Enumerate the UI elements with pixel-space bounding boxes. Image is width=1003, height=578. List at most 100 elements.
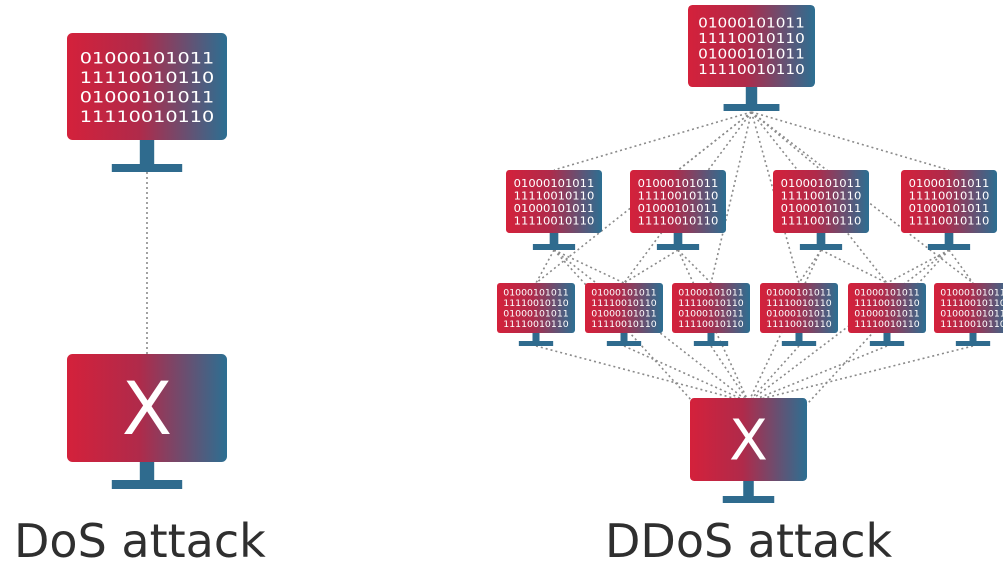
binary-code-line: 11110010110 xyxy=(638,215,719,227)
monitor-screen xyxy=(67,354,227,462)
monitor-base xyxy=(656,244,700,250)
binary-code-line: 01000101011 xyxy=(854,289,920,299)
binary-code-line: 11110010110 xyxy=(514,215,595,227)
monitor-base xyxy=(781,341,817,346)
computers: 0100010101111110010110010001010111111001… xyxy=(67,5,1003,503)
binary-code-block: 0100010101111110010110010001010111111001… xyxy=(909,178,990,228)
binary-code-line: 01000101011 xyxy=(766,289,832,299)
connection-line xyxy=(747,249,822,403)
connection-line xyxy=(798,249,822,284)
binary-code-block: 0100010101111110010110010001010111111001… xyxy=(766,289,832,331)
monitor-base xyxy=(799,244,843,250)
binary-code-block: 0100010101111110010110010001010111111001… xyxy=(854,289,920,331)
ddos-attack-caption: DDoS attack xyxy=(605,514,893,568)
monitor-neck xyxy=(795,333,803,341)
connection-line xyxy=(553,111,752,171)
binary-code-line: 11110010110 xyxy=(591,320,657,330)
monitor-base xyxy=(723,104,780,111)
binary-code-line: 01000101011 xyxy=(698,48,805,63)
dos-target-computer: X xyxy=(67,354,227,489)
binary-code-line: 11110010110 xyxy=(781,190,862,202)
connection-line xyxy=(886,249,950,284)
monitor-neck xyxy=(745,87,758,104)
monitor-neck xyxy=(549,233,559,244)
monitor-neck xyxy=(620,333,628,341)
monitor-neck xyxy=(944,233,954,244)
binary-code-line: 01000101011 xyxy=(781,203,862,215)
connection-line xyxy=(750,111,822,171)
binary-code-line: 11110010110 xyxy=(940,320,1003,330)
binary-code-line: 11110010110 xyxy=(514,190,595,202)
dos-attack-caption: DoS attack xyxy=(14,514,266,568)
monitor-screen xyxy=(760,283,838,333)
connection-line xyxy=(710,345,750,403)
connection-line xyxy=(677,249,712,284)
ddos-bot-computer: 0100010101111110010110010001010111111001… xyxy=(760,283,838,346)
binary-code-line: 01000101011 xyxy=(591,289,657,299)
binary-code-line: 01000101011 xyxy=(854,310,920,320)
monitor-screen xyxy=(506,170,602,233)
binary-code-line: 11110010110 xyxy=(80,107,214,126)
monitor-screen xyxy=(67,33,227,140)
ddos-bot-computer: 0100010101111110010110010001010111111001… xyxy=(901,170,997,250)
binary-code-line: 11110010110 xyxy=(591,299,657,309)
monitor-base xyxy=(111,164,183,172)
binary-code-line: 11110010110 xyxy=(503,320,569,330)
binary-code-line: 11110010110 xyxy=(781,215,862,227)
connection-line xyxy=(710,111,753,284)
connection-line xyxy=(751,111,974,284)
binary-code-line: 11110010110 xyxy=(909,190,990,202)
binary-code-line: 01000101011 xyxy=(698,17,805,32)
binary-code-line: 11110010110 xyxy=(854,299,920,309)
binary-code-line: 11110010110 xyxy=(854,320,920,330)
monitor-neck xyxy=(532,333,540,341)
binary-code-line: 01000101011 xyxy=(909,178,990,190)
monitor-base xyxy=(518,341,554,346)
binary-code-line: 11110010110 xyxy=(698,32,805,47)
monitor-base xyxy=(927,244,971,250)
monitor-neck xyxy=(139,140,155,164)
binary-code-block: 0100010101111110010110010001010111111001… xyxy=(781,178,862,228)
binary-code-line: 11110010110 xyxy=(940,299,1003,309)
connection-line xyxy=(553,249,700,409)
monitor-neck xyxy=(969,333,977,341)
connection-line xyxy=(748,345,974,403)
connection-line xyxy=(751,111,950,171)
monitor-base xyxy=(693,341,729,346)
monitor-base xyxy=(722,496,775,503)
monitor-screen xyxy=(688,5,815,87)
dos-attacker-computer: 0100010101111110010110010001010111111001… xyxy=(67,33,227,172)
monitor-base xyxy=(111,480,183,489)
binary-code-line: 11110010110 xyxy=(503,299,569,309)
connection-line xyxy=(820,249,888,284)
ddos-controller-computer: 0100010101111110010110010001010111111001… xyxy=(688,5,815,111)
binary-code-line: 01000101011 xyxy=(678,310,744,320)
binary-code-line: 01000101011 xyxy=(909,203,990,215)
binary-code-line: 11110010110 xyxy=(766,320,832,330)
binary-code-line: 01000101011 xyxy=(503,310,569,320)
connection-line xyxy=(553,249,625,284)
binary-code-block: 0100010101111110010110010001010111111001… xyxy=(514,178,595,228)
monitor-base xyxy=(869,341,905,346)
binary-code-block: 0100010101111110010110010001010111111001… xyxy=(678,289,744,331)
ddos-target-computer: X xyxy=(690,398,807,503)
monitor-neck xyxy=(139,462,155,480)
connection-line xyxy=(747,345,800,403)
binary-code-line: 11110010110 xyxy=(80,68,214,87)
monitor-screen xyxy=(690,398,807,481)
monitor-base xyxy=(532,244,576,250)
binary-code-line: 01000101011 xyxy=(678,289,744,299)
monitor-screen xyxy=(773,170,869,233)
binary-code-line: 01000101011 xyxy=(80,87,214,106)
connection-line xyxy=(553,249,749,403)
monitor-screen xyxy=(848,283,926,333)
binary-code-line: 01000101011 xyxy=(781,178,862,190)
binary-code-line: 01000101011 xyxy=(940,289,1003,299)
ddos-bot-computer: 0100010101111110010110010001010111111001… xyxy=(773,170,869,250)
binary-code-line: 11110010110 xyxy=(638,190,719,202)
connection-line xyxy=(535,249,555,284)
connection-line xyxy=(748,345,888,403)
binary-code-line: 01000101011 xyxy=(514,178,595,190)
ddos-bot-computer: 0100010101111110010110010001010111111001… xyxy=(585,283,663,346)
